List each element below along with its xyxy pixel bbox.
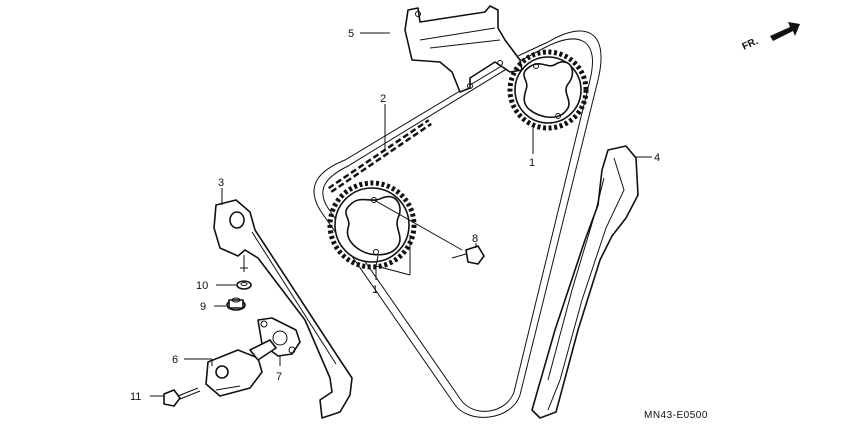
callout-1-upper: 1 xyxy=(529,157,535,169)
sealing-washer xyxy=(236,280,252,290)
cam-sprocket-lower xyxy=(327,180,417,270)
tensioner-bolt xyxy=(163,387,201,407)
callout-10: 10 xyxy=(196,280,208,292)
callout-2: 2 xyxy=(380,93,386,105)
cam-chain-loop xyxy=(313,30,602,418)
callout-7: 7 xyxy=(276,371,282,383)
leader-lines xyxy=(150,32,652,397)
callout-9: 9 xyxy=(200,301,206,313)
callout-3: 3 xyxy=(218,177,224,189)
callout-8: 8 xyxy=(472,233,478,245)
chain-guide xyxy=(531,145,639,419)
flange-nut xyxy=(226,297,246,311)
cam-sprocket-upper xyxy=(507,49,589,131)
callout-1-lower: 1 xyxy=(372,284,378,296)
callout-6: 6 xyxy=(172,354,178,366)
callout-4: 4 xyxy=(654,152,660,164)
chain-guide-bracket xyxy=(404,5,523,93)
tensioner-lifter xyxy=(205,339,277,397)
callout-labels: 5 2 1 3 4 8 1 10 9 6 7 11 xyxy=(130,28,660,403)
front-direction-indicator: FR. xyxy=(741,22,800,53)
cam-chain xyxy=(328,119,432,193)
front-direction-arrow-icon xyxy=(770,22,800,41)
callout-11: 11 xyxy=(130,391,141,403)
chain-tensioner-arm xyxy=(213,199,353,419)
callout-5: 5 xyxy=(348,28,354,40)
diagram-code: MN43-E0500 xyxy=(644,410,708,421)
sprocket-bolt xyxy=(451,245,485,265)
front-direction-label: FR. xyxy=(741,36,760,53)
